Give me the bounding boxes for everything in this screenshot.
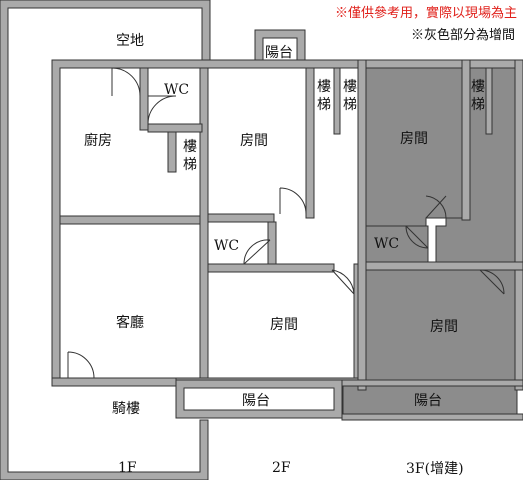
label-living-room: 客廳 (116, 315, 144, 331)
door-kitchen (111, 67, 141, 97)
legend-note: ※灰色部分為增間 (410, 28, 515, 43)
label-balcony-2f: 陽台 (242, 393, 270, 409)
wall-2f-mid (207, 263, 335, 273)
door-wc-1f (147, 95, 177, 125)
label-kitchen: 廚房 (84, 133, 112, 149)
disclaimer-note: ※僅供參考用，實際以現場為主 (334, 6, 517, 21)
addition-areas (342, 65, 518, 415)
wall-3f-left (357, 59, 367, 391)
label-stairs-3f: 樓梯 (471, 79, 485, 113)
label-wc-2f: WC (214, 238, 240, 254)
wall-3f-bottom (341, 379, 523, 387)
wall-wc1-left (139, 67, 149, 131)
label-balcony-top: 陽台 (265, 45, 293, 61)
wall-2f-wc-right (267, 221, 277, 267)
doors (67, 67, 505, 379)
door-2f-room (279, 187, 307, 215)
label-wc-1f: WC (164, 82, 190, 98)
wall-3f-stair (485, 67, 493, 135)
label-balcony-3f: 陽台 (414, 393, 442, 409)
door-2f-wc (243, 239, 271, 265)
wall-3f-split (461, 59, 471, 221)
label-wc-3f: WC (374, 236, 400, 252)
label-stairs-2f-a: 樓梯 (317, 79, 331, 113)
label-room-3f-bottom: 房間 (430, 319, 458, 335)
wall-wc1-bottom (147, 123, 203, 133)
door-3f-room (425, 195, 447, 219)
wall-2f-stair-mid (333, 67, 341, 135)
door-living (67, 351, 95, 379)
door-3f-wc (405, 225, 429, 249)
label-room-2f-top: 房間 (240, 133, 268, 149)
wall-3f-balc-bottom (341, 413, 523, 421)
wall-3f-mid (365, 261, 523, 271)
label-room-3f-top: 房間 (400, 131, 428, 147)
floor-label-2f: 2F (272, 460, 291, 476)
wall-building-right (514, 59, 523, 391)
wall-2f-room-bottom (207, 213, 275, 223)
label-stairs-2f-b: 樓梯 (343, 79, 357, 113)
label-arcade: 騎樓 (112, 401, 140, 417)
label-stairs-1f: 樓梯 (183, 139, 197, 173)
label-room-2f-bottom: 房間 (270, 317, 298, 333)
wall-building-bottom (51, 377, 183, 387)
wall-kitchen-right (199, 67, 209, 381)
floor-label-3f: 3F(增建) (406, 461, 464, 477)
wall-kitchen-bottom (59, 215, 201, 225)
label-open-space: 空地 (116, 33, 144, 49)
wall-2f-stair-left (305, 67, 315, 219)
door-2f-room-b (331, 269, 355, 295)
wall-balcony-2f (175, 379, 343, 419)
floor-label-1f: 1F (118, 460, 137, 476)
wall-stairs1-left (167, 131, 177, 173)
door-3f-room-b (479, 269, 505, 295)
